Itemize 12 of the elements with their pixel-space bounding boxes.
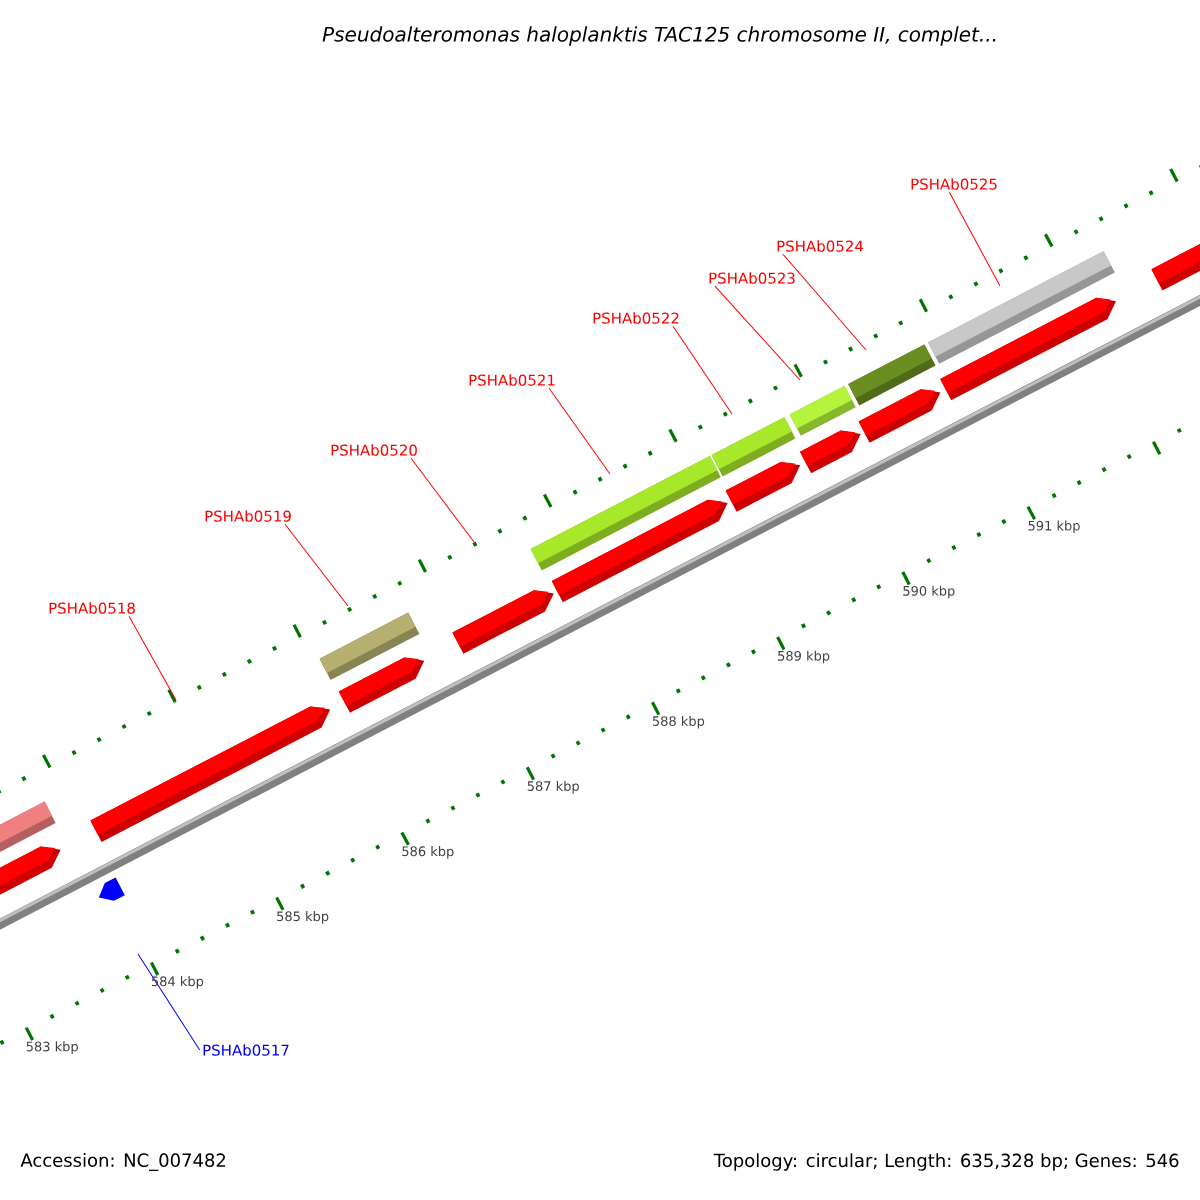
leader-line	[284, 523, 349, 607]
leader-line	[948, 191, 1001, 287]
leader-line	[714, 285, 801, 381]
leader-line	[410, 457, 475, 543]
footer-text: Accession: NC_007482	[20, 1153, 226, 1171]
leader-line	[548, 387, 611, 475]
title: Pseudoalteromonas haloplanktis TAC125 chromosome II, complet...	[322, 26, 996, 46]
leader-line	[137, 953, 201, 1051]
leader-line	[782, 253, 867, 351]
footer-text: Topology: circular; Length: 635,328 bp; Genes: 546	[713, 1153, 1179, 1171]
leader-line	[128, 615, 177, 701]
leader-line	[672, 325, 733, 415]
